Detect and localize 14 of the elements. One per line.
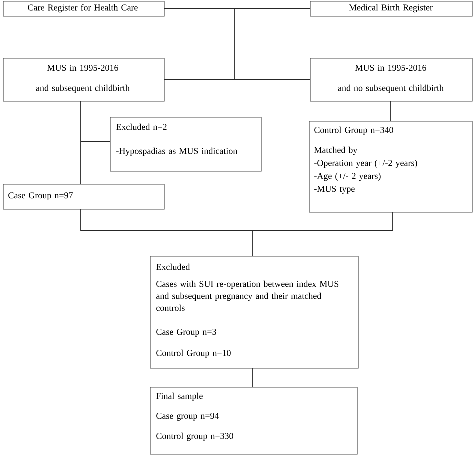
process-box: MUS in 1995-2016 and no subsequent childbirth [310, 58, 473, 102]
connector-line [252, 368, 254, 388]
process-box: Care Register for Health Care [3, 1, 165, 17]
process-box: Final sample Case group n=94 Control group n=330 [150, 387, 358, 455]
process-box: MUS in 1995-2016 and subsequent childbirth [3, 58, 165, 102]
process-box: Excluded Cases with SUI re-operation between index MUS and subsequent pregnancy and their matched controls Case Group n=3 Control Group n=10 [150, 256, 359, 369]
process-box: Control Group n=340 Matched by -Operation year (+/-2 years) -Age (+/- 2 years) -MUS type [309, 121, 473, 213]
process-box: Excluded n=2 -Hypospadias as MUS indication [110, 117, 262, 172]
connector-line [164, 8, 310, 80]
connector-line [80, 100, 110, 184]
process-box: Case Group n=97 [3, 184, 165, 210]
connector-line [390, 100, 392, 122]
connector-line [80, 208, 394, 256]
process-box: Medical Birth Register [310, 1, 473, 17]
